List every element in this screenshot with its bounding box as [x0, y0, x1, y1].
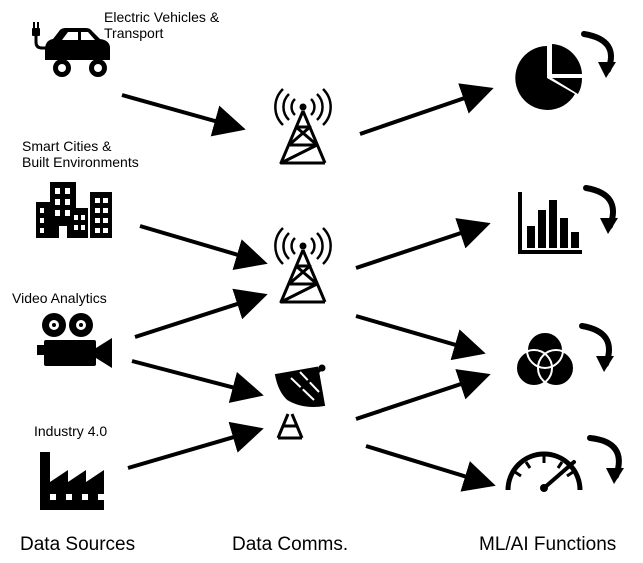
- arrow-video-to-dish: [131, 359, 264, 403]
- bar-chart-refresh-icon: [518, 185, 618, 254]
- arrow-dish-to-venn: [355, 369, 491, 421]
- satellite-dish-icon: [274, 364, 326, 440]
- source-label-line: Electric Vehicles &: [104, 9, 220, 25]
- venn-diagram-refresh-icon: [515, 323, 614, 387]
- radio-tower-icon: [274, 227, 332, 304]
- electric-car-icon: [32, 22, 110, 77]
- arrow-tower-2-to-bar: [355, 218, 491, 270]
- source-label-electric-vehicles: Electric Vehicles & Transport: [104, 9, 219, 41]
- source-label-line: Video Analytics: [12, 290, 107, 306]
- arrow-industry-to-dish: [127, 421, 264, 470]
- arrow-video-to-tower-2: [134, 288, 268, 339]
- source-label-line: Built Environments: [22, 154, 139, 170]
- comms-to-function-arrows: [355, 83, 496, 492]
- arrow-city-to-tower-2: [139, 224, 268, 270]
- column-title-ml-ai-functions: ML/AI Functions: [479, 534, 617, 555]
- source-label-smart-cities: Smart Cities & Built Environments: [22, 138, 139, 170]
- source-to-comms-arrows: [121, 93, 268, 470]
- speedometer-refresh-icon: [505, 435, 624, 492]
- source-label-industry: Industry 4.0: [34, 423, 107, 439]
- source-label-line: Transport: [104, 25, 164, 41]
- arrow-ev-to-tower-1: [121, 93, 246, 137]
- source-label-video-analytics: Video Analytics: [12, 290, 107, 306]
- source-label-line: Industry 4.0: [34, 423, 108, 439]
- column-title-data-sources: Data Sources: [20, 534, 136, 555]
- source-label-line: Smart Cities &: [22, 138, 112, 154]
- video-camera-icon: [37, 313, 112, 368]
- arrow-tower-2-to-venn: [355, 314, 486, 361]
- arrow-tower-1-to-pie: [359, 83, 494, 136]
- column-title-data-comms: Data Comms.: [232, 534, 349, 555]
- factory-icon: [40, 452, 104, 510]
- arrow-dish-to-speedometer: [365, 444, 496, 492]
- radio-tower-icon: [274, 88, 332, 165]
- city-buildings-icon: [36, 182, 112, 238]
- pie-chart-refresh-icon: [515, 31, 616, 110]
